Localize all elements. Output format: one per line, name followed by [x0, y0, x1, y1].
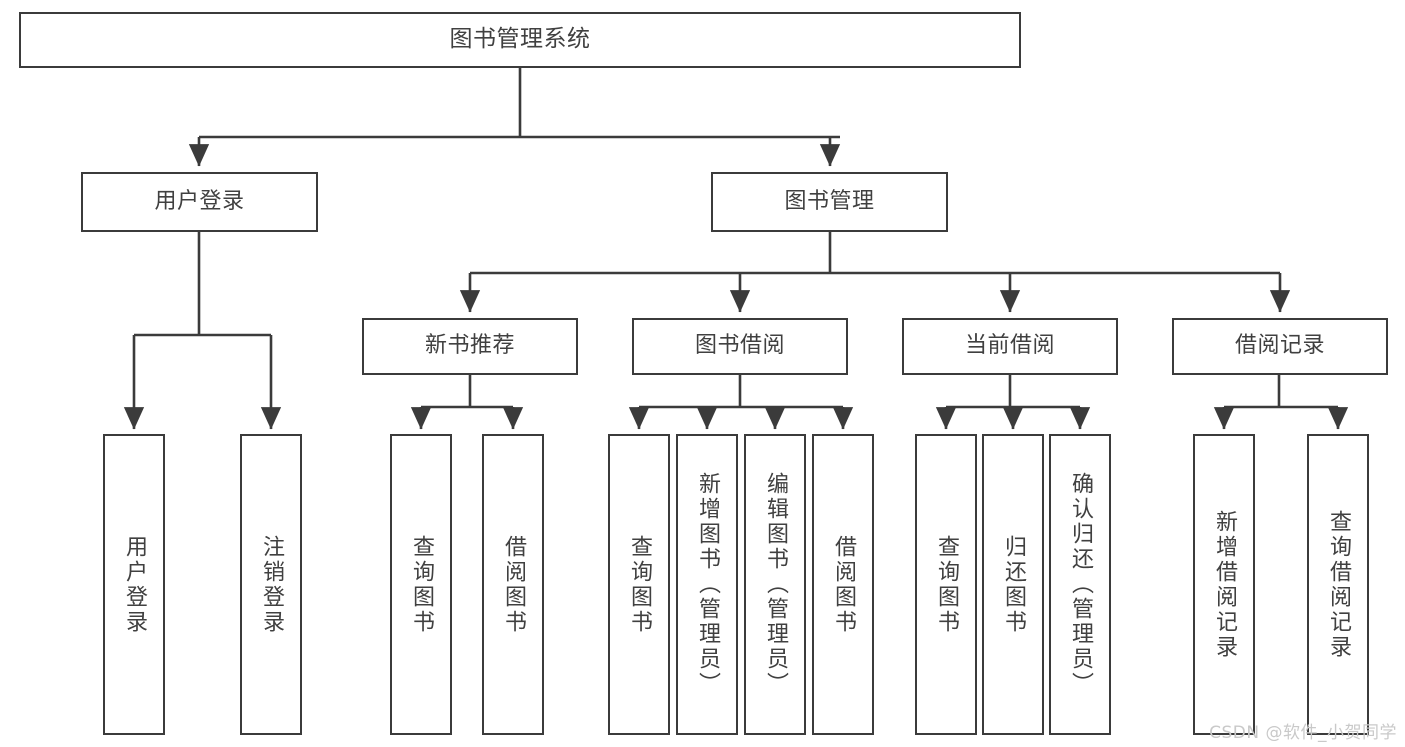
node-label: 借阅图书 [831, 534, 856, 635]
node-label: 查询借阅记录 [1326, 509, 1351, 660]
leaf-add-record[interactable]: 新增借阅记录 [1193, 434, 1255, 735]
node-label: 归还图书 [1001, 534, 1026, 635]
node-new-book-rec[interactable]: 新书推荐 [362, 318, 578, 375]
node-label: 借阅记录 [1234, 333, 1325, 359]
node-label: 查询图书 [409, 534, 434, 635]
node-label: 编辑图书（管理员） [763, 472, 788, 697]
node-label: 新增借阅记录 [1212, 509, 1237, 660]
node-label: 图书管理 [784, 188, 875, 214]
node-label: 当前借阅 [964, 333, 1055, 359]
node-label: 用户登录 [122, 534, 147, 635]
leaf-user-login[interactable]: 用户登录 [103, 434, 165, 735]
node-label: 新书推荐 [424, 333, 515, 359]
leaf-query-book-2[interactable]: 查询图书 [608, 434, 670, 735]
leaf-query-book-1[interactable]: 查询图书 [390, 434, 452, 735]
node-borrow-record[interactable]: 借阅记录 [1172, 318, 1388, 375]
node-label: 新增图书（管理员） [695, 472, 720, 697]
leaf-add-book[interactable]: 新增图书（管理员） [676, 434, 738, 735]
node-root-system[interactable]: 图书管理系统 [19, 12, 1021, 68]
leaf-query-record[interactable]: 查询借阅记录 [1307, 434, 1369, 735]
node-label: 用户登录 [154, 188, 245, 214]
watermark: CSDN @软件_小贺同学 [1209, 723, 1397, 743]
node-label: 注销登录 [259, 534, 284, 635]
node-label: 查询图书 [934, 534, 959, 635]
node-book-manage[interactable]: 图书管理 [711, 172, 948, 232]
node-label: 查询图书 [627, 534, 652, 635]
node-label: 图书管理系统 [449, 26, 591, 53]
leaf-borrow-book-1[interactable]: 借阅图书 [482, 434, 544, 735]
node-label: 确认归还（管理员） [1068, 472, 1093, 697]
node-label: 借阅图书 [501, 534, 526, 635]
leaf-logout[interactable]: 注销登录 [240, 434, 302, 735]
leaf-query-book-3[interactable]: 查询图书 [915, 434, 977, 735]
node-user-login[interactable]: 用户登录 [81, 172, 318, 232]
leaf-edit-book[interactable]: 编辑图书（管理员） [744, 434, 806, 735]
node-book-borrow[interactable]: 图书借阅 [632, 318, 848, 375]
node-label: 图书借阅 [694, 333, 785, 359]
node-current-borrow[interactable]: 当前借阅 [902, 318, 1118, 375]
leaf-confirm-return[interactable]: 确认归还（管理员） [1049, 434, 1111, 735]
leaf-borrow-book-2[interactable]: 借阅图书 [812, 434, 874, 735]
leaf-return-book[interactable]: 归还图书 [982, 434, 1044, 735]
